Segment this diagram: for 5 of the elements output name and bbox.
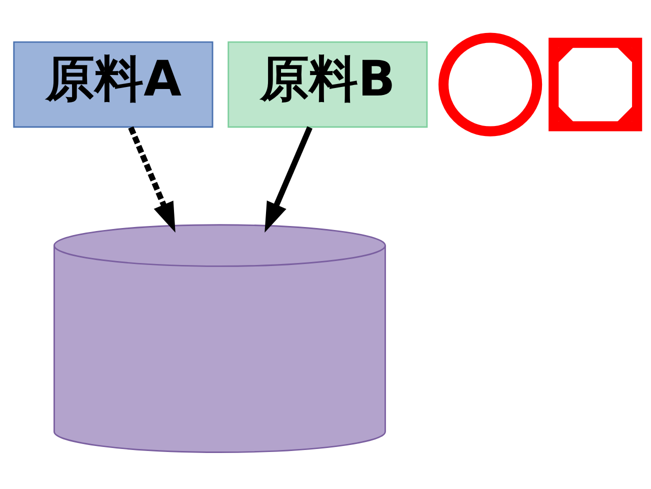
node-box: 原料B (228, 40, 428, 128)
arrow (128, 126, 176, 232)
node-circle (438, 32, 542, 136)
node-box: 原料A (13, 40, 214, 128)
arrow (264, 126, 312, 232)
